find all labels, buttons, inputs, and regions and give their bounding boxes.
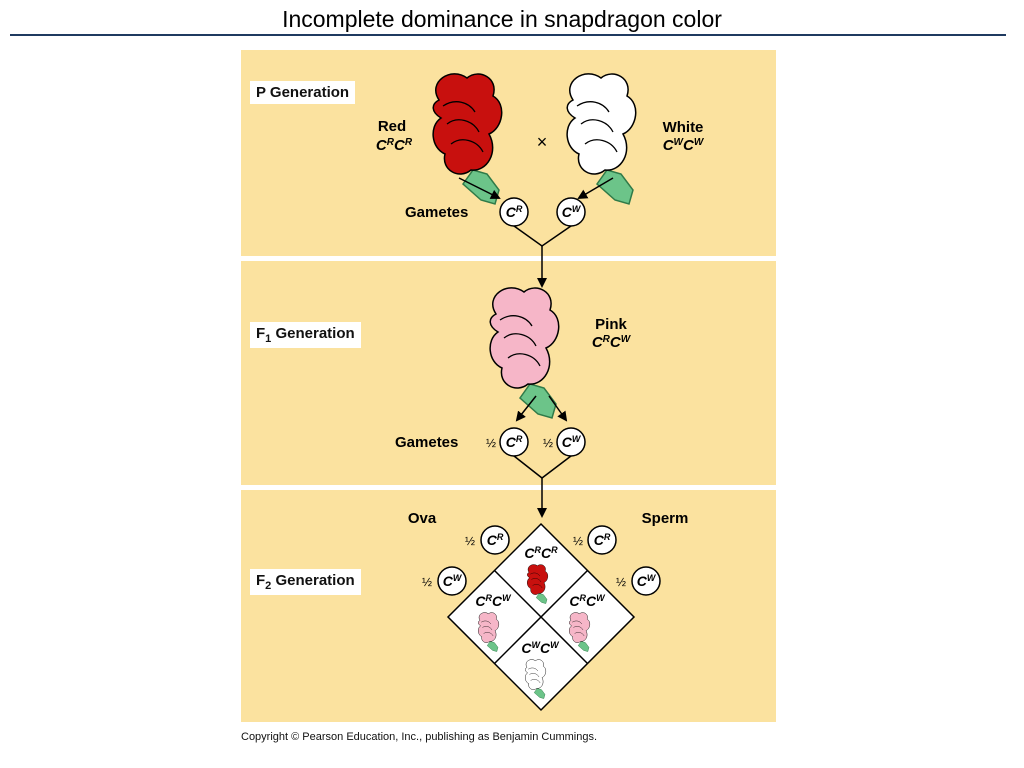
cross-symbol: × bbox=[537, 132, 548, 152]
svg-text:CR: CR bbox=[506, 434, 523, 450]
ova-r-gamete: CR bbox=[480, 525, 510, 555]
punnett-cell-ww: CWCW bbox=[521, 640, 560, 699]
ova-w-allele: W bbox=[453, 573, 463, 583]
svg-text:CRCW: CRCW bbox=[475, 593, 512, 609]
f1-gamete-w-base: C bbox=[562, 434, 573, 450]
f1-allele-1: R bbox=[603, 334, 611, 345]
red-parent-genotype: CRCR bbox=[376, 137, 413, 155]
sperm-r-allele: R bbox=[604, 532, 611, 542]
f2-label-sub: 2 bbox=[265, 580, 272, 592]
sperm-label: Sperm bbox=[642, 510, 689, 527]
svg-text:CW: CW bbox=[637, 573, 657, 589]
white-parent-label: White bbox=[663, 119, 704, 136]
f2-label-f: F bbox=[256, 572, 266, 589]
f1-gamete-r: CR bbox=[499, 427, 529, 457]
cell-rr-allele-1: R bbox=[535, 545, 542, 555]
svg-text:CR: CR bbox=[506, 204, 523, 220]
f1-offspring-label: Pink bbox=[595, 316, 627, 333]
cell-rw-left-allele-2: W bbox=[502, 593, 512, 603]
svg-text:CR: CR bbox=[594, 532, 611, 548]
punnett-cell-rr: CRCR bbox=[524, 545, 558, 604]
p-gamete-r-allele: R bbox=[516, 204, 523, 214]
f1-label-rest: Generation bbox=[271, 325, 355, 342]
white-genotype-allele-2: W bbox=[694, 137, 705, 148]
f2-generation-label: F2 Generation bbox=[250, 569, 361, 595]
ova-label: Ova bbox=[408, 510, 437, 527]
svg-text:CRCR: CRCR bbox=[524, 545, 558, 561]
p-gamete-w-allele: W bbox=[572, 204, 582, 214]
sperm-w-base: C bbox=[637, 573, 648, 589]
f1-gamete-w-allele: W bbox=[572, 434, 582, 444]
red-to-gamete-arrow bbox=[458, 177, 501, 199]
f1-offspring-genotype: CRCW bbox=[592, 334, 632, 352]
f1-gamete-w-fraction: ½ bbox=[543, 436, 553, 450]
sperm-r-gamete: CR bbox=[587, 525, 617, 555]
red-parent-flower bbox=[432, 73, 503, 205]
punnett-cell-rw-right: CRCW bbox=[569, 593, 606, 652]
svg-text:CW: CW bbox=[443, 573, 463, 589]
red-genotype-base-1: C bbox=[376, 137, 388, 154]
copyright-text: Copyright © Pearson Education, Inc., pub… bbox=[241, 731, 598, 743]
pink-f1-flower bbox=[489, 287, 560, 419]
f1-right-gamete-arrow bbox=[548, 395, 568, 422]
f1-label-f: F bbox=[256, 325, 266, 342]
f1-left-gamete-arrow bbox=[515, 395, 537, 422]
ova-w-fraction: ½ bbox=[422, 575, 432, 589]
red-parent-label: Red bbox=[378, 118, 406, 135]
p-generation-label: P Generation bbox=[250, 81, 356, 104]
slide-title: Incomplete dominance in snapdragon color bbox=[282, 6, 722, 32]
f1-generation-label: F1 Generation bbox=[250, 322, 361, 348]
cell-rw-right-allele-1: R bbox=[580, 593, 587, 603]
sperm-w-gamete: CW bbox=[631, 566, 661, 596]
p-gamete-w-base: C bbox=[562, 204, 573, 220]
f1-gamete-r-base: C bbox=[506, 434, 517, 450]
f1-label-sub: 1 bbox=[265, 333, 272, 345]
f1-allele-2: W bbox=[621, 334, 632, 345]
ova-r-fraction: ½ bbox=[465, 534, 475, 548]
white-genotype-allele-1: W bbox=[674, 137, 685, 148]
ova-r-base: C bbox=[487, 532, 498, 548]
f1-gamete-w: CW bbox=[556, 427, 586, 457]
ova-w-gamete: CW bbox=[437, 566, 467, 596]
svg-text:CWCW: CWCW bbox=[521, 640, 560, 656]
cell-rw-right-allele-2: W bbox=[596, 593, 606, 603]
sperm-r-fraction: ½ bbox=[573, 534, 583, 548]
svg-text:CW: CW bbox=[562, 204, 582, 220]
p-gamete-join-lines bbox=[513, 225, 572, 247]
punnett-square bbox=[446, 522, 636, 712]
white-parent-genotype: CWCW bbox=[663, 137, 705, 155]
title-rule bbox=[10, 34, 1006, 36]
ova-w-base: C bbox=[443, 573, 454, 589]
p-gamete-r-base: C bbox=[506, 204, 517, 220]
punnett-cell-rw-left: CRCW bbox=[475, 593, 512, 652]
white-to-gamete-arrow bbox=[577, 177, 614, 200]
f1-gamete-r-fraction: ½ bbox=[486, 436, 496, 450]
cell-rw-left-allele-1: R bbox=[486, 593, 493, 603]
svg-text:CRCW: CRCW bbox=[569, 593, 606, 609]
cross-diagram: Red CRCR × White CWCW Gametes CR CW Pink… bbox=[376, 73, 705, 712]
f1-gametes-label: Gametes bbox=[395, 434, 458, 451]
red-genotype-allele-1: R bbox=[387, 137, 395, 148]
svg-text:CR: CR bbox=[487, 532, 504, 548]
f1-gamete-r-allele: R bbox=[516, 434, 523, 444]
sperm-w-fraction: ½ bbox=[616, 575, 626, 589]
white-genotype-base-2: C bbox=[683, 137, 695, 154]
sperm-r-base: C bbox=[594, 532, 605, 548]
f2-label-rest: Generation bbox=[271, 572, 355, 589]
p-gamete-r: CR bbox=[499, 197, 529, 227]
cell-ww-allele-2: W bbox=[550, 640, 560, 650]
p-gamete-w: CW bbox=[556, 197, 586, 227]
cell-rr-allele-2: R bbox=[551, 545, 558, 555]
ova-r-allele: R bbox=[497, 532, 504, 542]
red-genotype-allele-2: R bbox=[405, 137, 413, 148]
cell-ww-allele-1: W bbox=[532, 640, 542, 650]
red-genotype-base-2: C bbox=[394, 137, 406, 154]
white-genotype-base-1: C bbox=[663, 137, 675, 154]
sperm-w-allele: W bbox=[647, 573, 657, 583]
p-generation-label-text: P Generation bbox=[256, 84, 350, 101]
p-gametes-label: Gametes bbox=[405, 204, 468, 221]
svg-text:CW: CW bbox=[562, 434, 582, 450]
f1-gamete-join-lines bbox=[513, 455, 572, 479]
